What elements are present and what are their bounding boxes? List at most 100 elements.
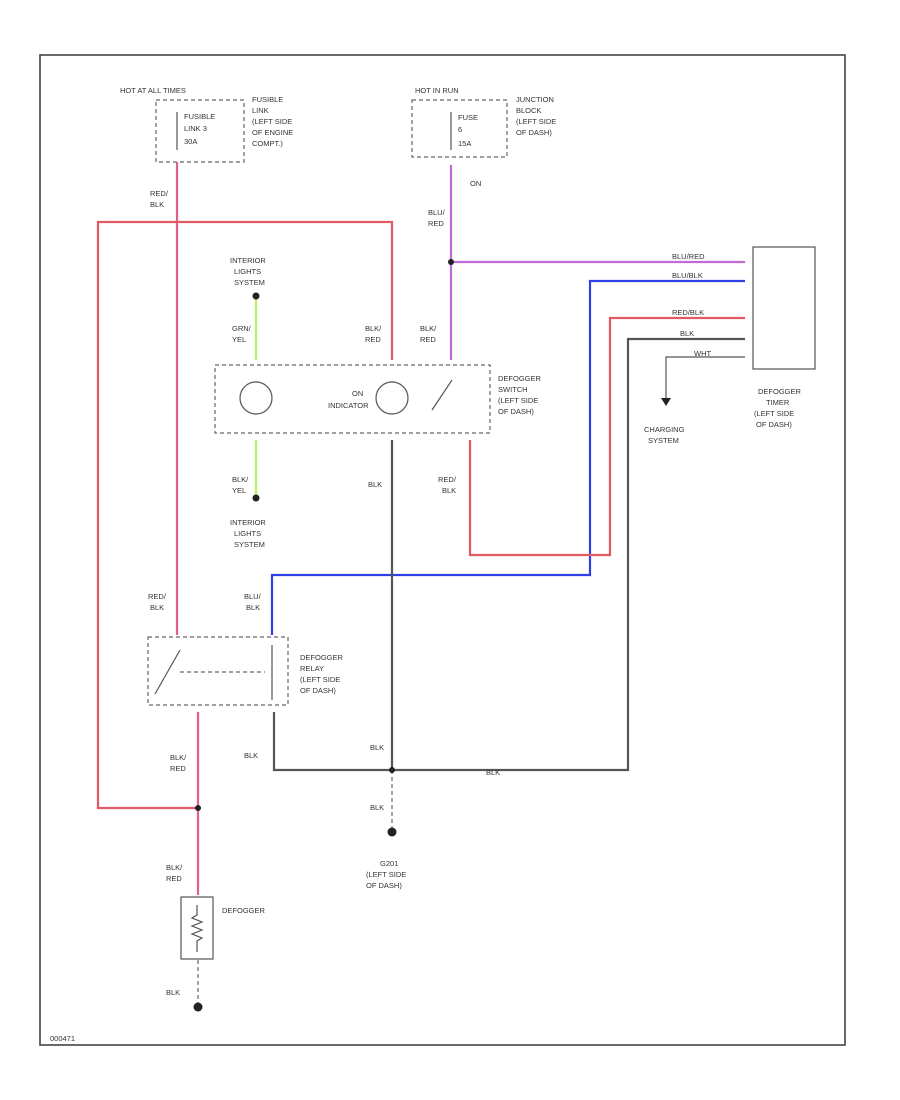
interior-lights-top-3: SYSTEM: [234, 278, 265, 287]
wire-label-blk-red-sw-2: RED: [365, 335, 381, 344]
defogger-timer-2: TIMER: [766, 398, 790, 407]
wire-label-on: ON: [470, 179, 481, 188]
defogger-switch-box: [214, 364, 491, 434]
wire-label-blk-yel-2: YEL: [232, 486, 246, 495]
wire-label-red-top-1: RED/: [150, 189, 169, 198]
node-ground-bus: [389, 767, 395, 773]
charging-system-1: CHARGING: [644, 425, 685, 434]
wire-label-red-top-2: BLK: [150, 200, 164, 209]
interior-lights-bottom-3: SYSTEM: [234, 540, 265, 549]
node-violet: [448, 259, 454, 265]
interior-lights-terminal-bottom: [252, 494, 260, 502]
defogger-relay-2: RELAY: [300, 664, 324, 673]
fusible-loc-4: OF ENGINE: [252, 128, 293, 137]
diagram-id: 000471: [50, 1034, 75, 1043]
defogger-switch-1: DEFOGGER: [498, 374, 542, 383]
g201-loc-2: OF DASH): [366, 881, 402, 890]
junction-block-1: JUNCTION: [516, 95, 554, 104]
timer-pin-blu-red: BLU/RED: [672, 252, 705, 261]
fusible-loc-1: FUSIBLE: [252, 95, 283, 104]
charging-system-2: SYSTEM: [648, 436, 679, 445]
wire-label-red-blk-low-2: BLK: [442, 486, 456, 495]
hot-in-run-label: HOT IN RUN: [415, 86, 459, 95]
on-indicator-1: ON: [352, 389, 363, 398]
wire-label-blk-red-sw-3: BLK/: [420, 324, 437, 333]
defogger-switch-2: SWITCH: [498, 385, 528, 394]
hot-at-all-times-label: HOT AT ALL TIMES: [120, 86, 186, 95]
wire-label-blk-bus: BLK: [486, 768, 500, 777]
wire-label-red-blk-relay-1: RED/: [148, 592, 167, 601]
relay-contact: [154, 649, 181, 695]
on-indicator-2: INDICATOR: [328, 401, 369, 410]
wire-label-blk-g2: BLK: [370, 803, 384, 812]
wire-label-blk-red-relay-2: RED: [170, 764, 186, 773]
fuse-box: [411, 99, 508, 158]
timer-pin-blu-blk: BLU/BLK: [672, 271, 703, 280]
junction-block-4: OF DASH): [516, 128, 552, 137]
junction-block-3: (LEFT SIDE: [516, 117, 556, 126]
defogger-relay-4: OF DASH): [300, 686, 336, 695]
wire-blue-blk: [270, 279, 745, 635]
timer-pin-blk: BLK: [680, 329, 694, 338]
wire-label-red-blk-relay-2: BLK: [150, 603, 164, 612]
fusible-loc-5: COMPT.): [252, 139, 283, 148]
wire-label-blk-red-sw-1: BLK/: [365, 324, 382, 333]
interior-lamp: [239, 381, 273, 415]
interior-lights-bottom-2: LIGHTS: [234, 529, 261, 538]
wire-red-loop: [96, 220, 394, 810]
switch-contact: [431, 379, 453, 411]
defogger-element: [180, 896, 214, 960]
g201-label: G201: [380, 859, 398, 868]
defogger-relay-1: DEFOGGER: [300, 653, 344, 662]
defogger-ground-point: [193, 1002, 203, 1012]
charging-arrow-icon: [661, 398, 671, 406]
fusible-loc-3: (LEFT SIDE: [252, 117, 292, 126]
fusible-loc-2: LINK: [252, 106, 269, 115]
wire-label-blk-red-def-2: RED: [166, 874, 182, 883]
g201-loc-1: (LEFT SIDE: [366, 870, 406, 879]
interior-lights-bottom-1: INTERIOR: [230, 518, 266, 527]
wire-red-blk-timer: [468, 316, 745, 557]
wire-label-blk-red-sw-4: RED: [420, 335, 436, 344]
defogger-switch-3: (LEFT SIDE: [498, 396, 538, 405]
defogger-relay-3: (LEFT SIDE: [300, 675, 340, 684]
fusible-link-box: [155, 99, 245, 163]
wire-label-red-blk-low-1: RED/: [438, 475, 457, 484]
wire-label-blu-red-2: RED: [428, 219, 444, 228]
wire-label-blk-g: BLK: [370, 743, 384, 752]
g201-ground-point: [387, 827, 397, 837]
defogger-timer-3: (LEFT SIDE: [754, 409, 794, 418]
fuse-label: FUSE: [458, 113, 478, 122]
wire-label-blk-relay: BLK: [244, 751, 258, 760]
defogger-timer-box: [752, 246, 816, 370]
interior-lights-top-2: LIGHTS: [234, 267, 261, 276]
wire-label-blk-red-def-1: BLK/: [166, 863, 183, 872]
interior-lights-top-1: INTERIOR: [230, 256, 266, 265]
defogger-timer-4: OF DASH): [756, 420, 792, 429]
fusible-link-amps: 30A: [184, 137, 197, 146]
timer-pin-wht: WHT: [694, 349, 711, 358]
wire-label-blu-blk-relay-1: BLU/: [244, 592, 262, 601]
fuse-amps: 15A: [458, 139, 471, 148]
defogger-timer-1: DEFOGGER: [758, 387, 802, 396]
defogger-relay-box: [147, 636, 289, 706]
on-indicator-lamp: [375, 381, 409, 415]
interior-lights-terminal-top: [252, 292, 260, 300]
defogger-resistor-icon: [190, 905, 204, 952]
wire-label-blk-mid: BLK: [368, 480, 382, 489]
wire-label-yel: YEL: [232, 335, 246, 344]
fuse-number: 6: [458, 125, 462, 134]
junction-block-2: BLOCK: [516, 106, 541, 115]
defogger-label: DEFOGGER: [222, 906, 266, 915]
wire-label-grn: GRN/: [232, 324, 252, 333]
wire-label-blk-red-relay-1: BLK/: [170, 753, 187, 762]
wire-wht: [665, 356, 745, 398]
fusible-link-text: FUSIBLE: [184, 112, 215, 121]
wire-label-blk-def: BLK: [166, 988, 180, 997]
wire-label-blu-blk-relay-2: BLK: [246, 603, 260, 612]
defogger-switch-4: OF DASH): [498, 407, 534, 416]
fusible-link-number: LINK 3: [184, 124, 207, 133]
wire-label-blu-red-1: BLU/: [428, 208, 446, 217]
timer-pin-red-blk: RED/BLK: [672, 308, 704, 317]
